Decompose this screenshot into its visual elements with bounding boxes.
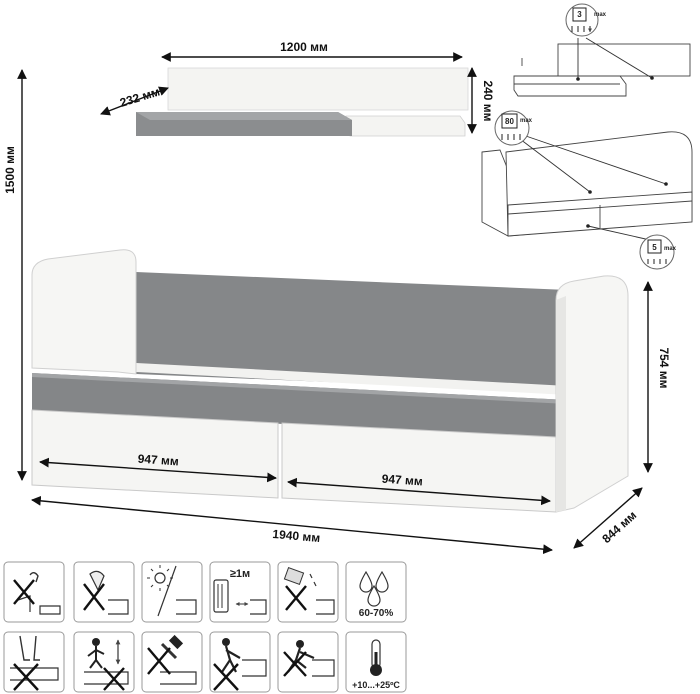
shelf-weight-value: 3 [577, 10, 582, 19]
bed-back-panel [136, 272, 568, 392]
no-chemical-cleaning-icon [73, 561, 135, 623]
no-direct-sunlight-icon [141, 561, 203, 623]
no-pushing-icon [209, 631, 271, 693]
bed-weight-max: max [520, 118, 533, 124]
bed [31, 249, 629, 513]
bed-right-panel-edge [556, 296, 566, 512]
shelf-height-label: 240 мм [481, 80, 495, 121]
no-jumping-icon [73, 631, 135, 693]
bed-deck-top [118, 362, 568, 395]
bed-load-pointer [515, 135, 591, 193]
bed-front-rail [32, 373, 568, 440]
wall-shelf [136, 67, 469, 137]
shelf-white-section [345, 115, 466, 137]
temperature-label: +10...+25ºC [352, 680, 400, 690]
bed-load-pointer-2 [519, 133, 667, 185]
shelf-weight-icon [572, 7, 587, 22]
shelf-back-panel [167, 67, 469, 111]
schematic-shelf-front [513, 75, 627, 97]
bed-weight-arrows [501, 134, 521, 140]
shelf-load-pointer-2 [585, 37, 653, 79]
no-liquids-icon [3, 561, 65, 623]
bed-weight-value: 80 [505, 117, 514, 126]
schematic-bed-left [481, 149, 509, 237]
bed-depth-arrow [573, 487, 643, 549]
shelf-weight-badge: 3 max [565, 3, 607, 37]
drawer-weight-value: 5 [652, 243, 657, 252]
drawer-load-pointer [587, 225, 651, 241]
bed-weight-icon [501, 113, 518, 129]
shelf-width-label: 1200 мм [280, 40, 328, 54]
bed-left-side-panel [31, 249, 137, 375]
bed-load-point-2 [664, 182, 668, 186]
shelf-load-point [576, 77, 580, 81]
drawer-weight-icon [647, 239, 662, 254]
bed-rail-top-edge [32, 373, 568, 404]
drawer-load-point [586, 224, 590, 228]
shelf-depth-label: 232 мм [118, 84, 162, 109]
bed-weight-badge: 80 max [494, 110, 533, 146]
bed-length-arrow [31, 495, 553, 555]
shelf-depth-arrow [100, 86, 169, 116]
bed-depth-label: 844 мм [599, 508, 639, 546]
drawer-weight-arrows [647, 259, 667, 264]
schematic-shelf-back [557, 43, 691, 77]
drawer-weight-badge: 5 max [639, 234, 677, 270]
no-wet-cleaning-icon [277, 561, 339, 623]
care-icons: ≥1м 60-70% [3, 561, 407, 693]
no-standing-icon [3, 631, 65, 693]
humidity-label: 60-70% [359, 608, 394, 619]
distance-label: ≥1м [230, 568, 250, 580]
shelf-load-schematic [513, 37, 691, 97]
keep-from-heater-icon: ≥1м [209, 561, 271, 623]
total-height-label: 1500 мм [3, 146, 17, 194]
temperature-icon: +10...+25ºC [345, 631, 407, 693]
drawer-left-width-arrow [39, 457, 277, 483]
no-impact-icon [141, 631, 203, 693]
bed-load-point [588, 190, 592, 194]
shelf-load-point-2 [650, 76, 654, 80]
no-dragging-icon [277, 631, 339, 693]
bed-height-label: 754 мм [657, 347, 671, 388]
bed-right-side-panel [555, 275, 629, 513]
bed-length-label: 1940 мм [272, 527, 321, 545]
drawer-left-width-label: 947 мм [137, 452, 179, 469]
drawer-right-width-label: 947 мм [381, 472, 423, 489]
shelf-weight-arrows [571, 26, 590, 32]
humidity-icon: 60-70% [345, 561, 407, 623]
shelf-grey-top [136, 112, 352, 120]
bed-load-schematic [481, 131, 693, 241]
drawer-weight-max: max [664, 246, 677, 252]
shelf-weight-max: max [594, 12, 607, 18]
